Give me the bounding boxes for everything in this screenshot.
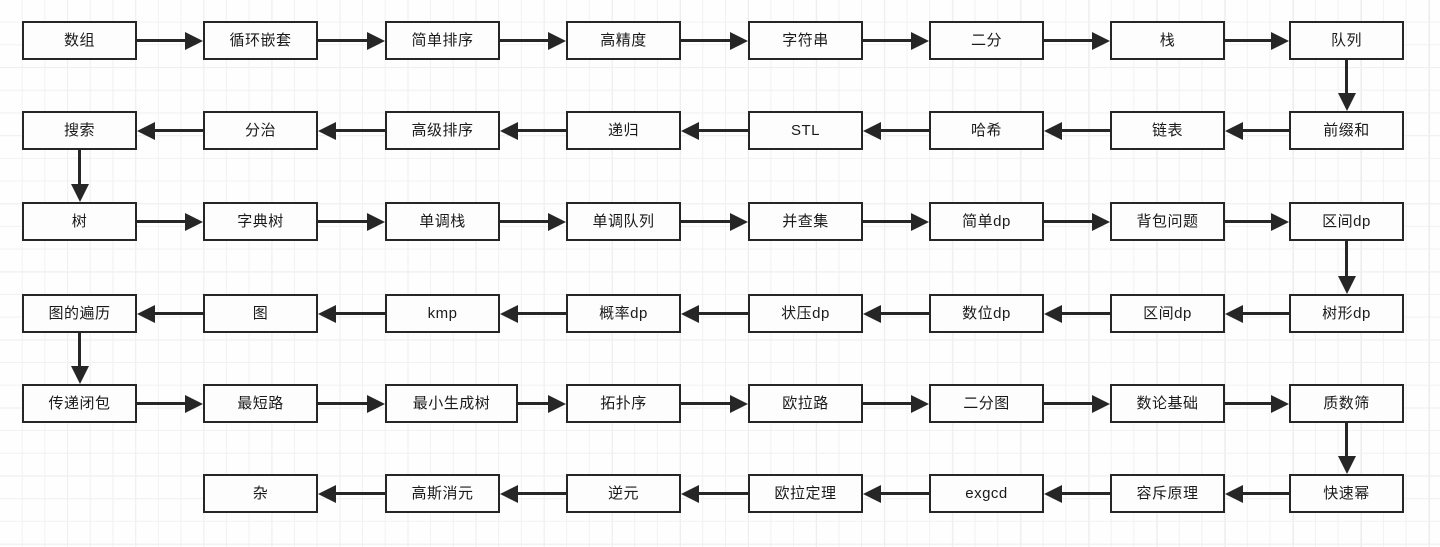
- edge-r1-1: [137, 32, 203, 57]
- edge-r6-5: [1044, 485, 1110, 510]
- node-digui[interactable]: 递归: [566, 111, 681, 150]
- node-shuxingdp[interactable]: 树形dp: [1289, 294, 1404, 333]
- edge-r4-4: [681, 305, 748, 330]
- node-jiandandp[interactable]: 简单dp: [929, 202, 1044, 241]
- edge-r1-4: [681, 32, 748, 57]
- node-oulalu[interactable]: 欧拉路: [748, 384, 863, 423]
- edge-wrap-tudebianli-chuandibibao: [71, 333, 96, 384]
- node-duilie[interactable]: 队列: [1289, 21, 1404, 60]
- node-stl[interactable]: STL: [748, 111, 863, 150]
- edge-r4-5: [863, 305, 929, 330]
- edge-r3-3: [500, 213, 566, 238]
- node-zidianshu[interactable]: 字典树: [203, 202, 318, 241]
- edge-r6-1: [318, 485, 385, 510]
- node-gaosixiaoyuan[interactable]: 高斯消元: [385, 474, 500, 513]
- node-gailvdp[interactable]: 概率dp: [566, 294, 681, 333]
- node-oiladingli[interactable]: 欧拉定理: [748, 474, 863, 513]
- edge-r2-6: [1044, 122, 1110, 147]
- node-zhishushai[interactable]: 质数筛: [1289, 384, 1404, 423]
- edge-r5-2: [318, 395, 385, 420]
- edge-r3-2: [318, 213, 385, 238]
- node-jiandanpaixu[interactable]: 简单排序: [385, 21, 500, 60]
- node-zuiduanlu[interactable]: 最短路: [203, 384, 318, 423]
- edge-r2-2: [318, 122, 385, 147]
- edge-r2-5: [863, 122, 929, 147]
- node-qianzuihe[interactable]: 前缀和: [1289, 111, 1404, 150]
- node-kuaisumi[interactable]: 快速幂: [1289, 474, 1404, 513]
- node-lianbiao[interactable]: 链表: [1110, 111, 1225, 150]
- node-gaojipaixu[interactable]: 高级排序: [385, 111, 500, 150]
- edge-r4-6: [1044, 305, 1110, 330]
- edge-r6-3: [681, 485, 748, 510]
- edge-r1-2: [318, 32, 385, 57]
- edge-r4-1: [137, 305, 203, 330]
- node-erfentu[interactable]: 二分图: [929, 384, 1044, 423]
- edge-r5-6: [1044, 395, 1110, 420]
- edge-r3-7: [1225, 213, 1289, 238]
- edge-r5-1: [137, 395, 203, 420]
- edge-r3-6: [1044, 213, 1110, 238]
- edge-r3-5: [863, 213, 929, 238]
- node-tuopuxu[interactable]: 拓扑序: [566, 384, 681, 423]
- edge-r1-5: [863, 32, 929, 57]
- node-fenzhi[interactable]: 分治: [203, 111, 318, 150]
- edge-r1-7: [1225, 32, 1289, 57]
- edge-r5-5: [863, 395, 929, 420]
- node-kmp[interactable]: kmp: [385, 294, 500, 333]
- node-rongchiyuanli[interactable]: 容斥原理: [1110, 474, 1225, 513]
- edge-r1-3: [500, 32, 566, 57]
- edge-wrap-zhishushai-kuaisumi: [1338, 423, 1363, 474]
- node-zuixiaoshengchengshu[interactable]: 最小生成树: [385, 384, 518, 423]
- node-niyuan[interactable]: 逆元: [566, 474, 681, 513]
- edge-r5-7: [1225, 395, 1289, 420]
- node-zifuchuan[interactable]: 字符串: [748, 21, 863, 60]
- edge-r6-2: [500, 485, 566, 510]
- node-qujiandp-1[interactable]: 区间dp: [1289, 202, 1404, 241]
- node-dandiaozhan[interactable]: 单调栈: [385, 202, 500, 241]
- edge-r3-4: [681, 213, 748, 238]
- edge-wrap-duilie-qianzuihe: [1338, 60, 1363, 111]
- edge-r5-4: [681, 395, 748, 420]
- edge-wrap-qujiandp-shuxingdp: [1338, 241, 1363, 294]
- node-zhuangyadp[interactable]: 状压dp: [748, 294, 863, 333]
- edge-r2-1: [137, 122, 203, 147]
- node-gaojingdu[interactable]: 高精度: [566, 21, 681, 60]
- node-shu[interactable]: 树: [22, 202, 137, 241]
- edge-r4-7: [1225, 305, 1289, 330]
- edge-r4-2: [318, 305, 385, 330]
- node-zhan[interactable]: 栈: [1110, 21, 1225, 60]
- edge-r2-4: [681, 122, 748, 147]
- edge-r2-7: [1225, 122, 1289, 147]
- node-za[interactable]: 杂: [203, 474, 318, 513]
- edge-r2-3: [500, 122, 566, 147]
- node-haxi[interactable]: 哈希: [929, 111, 1044, 150]
- edge-r4-3: [500, 305, 566, 330]
- node-bingchaji[interactable]: 并查集: [748, 202, 863, 241]
- edge-r1-6: [1044, 32, 1110, 57]
- node-tu[interactable]: 图: [203, 294, 318, 333]
- node-chuandibibao[interactable]: 传递闭包: [22, 384, 137, 423]
- node-sousuo[interactable]: 搜索: [22, 111, 137, 150]
- node-erfen[interactable]: 二分: [929, 21, 1044, 60]
- edge-r6-6: [1225, 485, 1289, 510]
- node-xunhuanqiantao[interactable]: 循环嵌套: [203, 21, 318, 60]
- node-beibaowenti[interactable]: 背包问题: [1110, 202, 1225, 241]
- node-dandiaoduilie[interactable]: 单调队列: [566, 202, 681, 241]
- node-qujiandp-2[interactable]: 区间dp: [1110, 294, 1225, 333]
- edge-r6-4: [863, 485, 929, 510]
- node-tudebianli[interactable]: 图的遍历: [22, 294, 137, 333]
- edge-wrap-sousuo-shu: [71, 150, 96, 202]
- edge-r5-3: [518, 395, 566, 420]
- node-exgcd[interactable]: exgcd: [929, 474, 1044, 513]
- node-shulunjichu[interactable]: 数论基础: [1110, 384, 1225, 423]
- node-shuweidp[interactable]: 数位dp: [929, 294, 1044, 333]
- edge-r3-1: [137, 213, 203, 238]
- node-shuzu[interactable]: 数组: [22, 21, 137, 60]
